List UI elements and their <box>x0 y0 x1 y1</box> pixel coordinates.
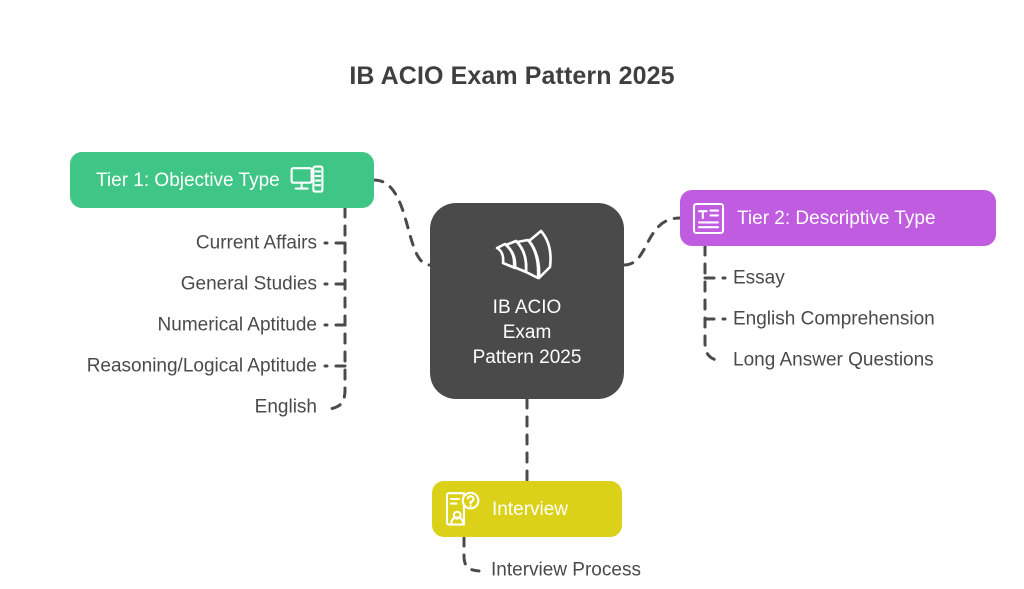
leaf-reasoning-logical-aptitude[interactable]: Reasoning/Logical Aptitude <box>86 355 317 377</box>
leaf-interview-process[interactable]: Interview Process <box>491 559 641 581</box>
desktop-computer-icon <box>290 165 324 193</box>
edge-tier2-spine <box>703 244 722 363</box>
open-book-icon <box>495 229 552 280</box>
branch-node-tier1-label: Tier 1: Objective Type <box>96 169 280 191</box>
leaf-essay[interactable]: Essay <box>733 267 785 289</box>
edge-interview-spine <box>462 535 481 573</box>
leaf-english-comprehension[interactable]: English Comprehension <box>733 308 935 330</box>
center-node-label: IB ACIO Exam Pattern 2025 <box>472 297 582 368</box>
leaf-general-studies[interactable]: General Studies <box>180 273 317 295</box>
leaf-long-answer-questions[interactable]: Long Answer Questions <box>733 349 934 371</box>
branch-node-interview[interactable]: Interview <box>432 481 622 537</box>
leaf-numerical-aptitude[interactable]: Numerical Aptitude <box>157 314 317 336</box>
branch-node-interview-label: Interview <box>492 498 569 520</box>
interview-person-question-icon <box>445 491 480 526</box>
page-title: IB ACIO Exam Pattern 2025 <box>349 62 675 90</box>
edge-center-tier2 <box>622 216 682 267</box>
center-node-ib-acio[interactable]: IB ACIO Exam Pattern 2025 <box>430 203 624 399</box>
edge-center-tier1 <box>372 178 432 267</box>
document-text-icon <box>692 202 725 234</box>
leaf-current-affairs[interactable]: Current Affairs <box>195 232 317 254</box>
branch-node-tier2[interactable]: Tier 2: Descriptive Type <box>680 190 996 246</box>
edge-tier1-spine <box>328 206 347 411</box>
branch-node-tier1[interactable]: Tier 1: Objective Type <box>70 152 374 208</box>
branch-node-tier2-label: Tier 2: Descriptive Type <box>737 207 936 229</box>
leaf-english[interactable]: English <box>254 396 317 418</box>
